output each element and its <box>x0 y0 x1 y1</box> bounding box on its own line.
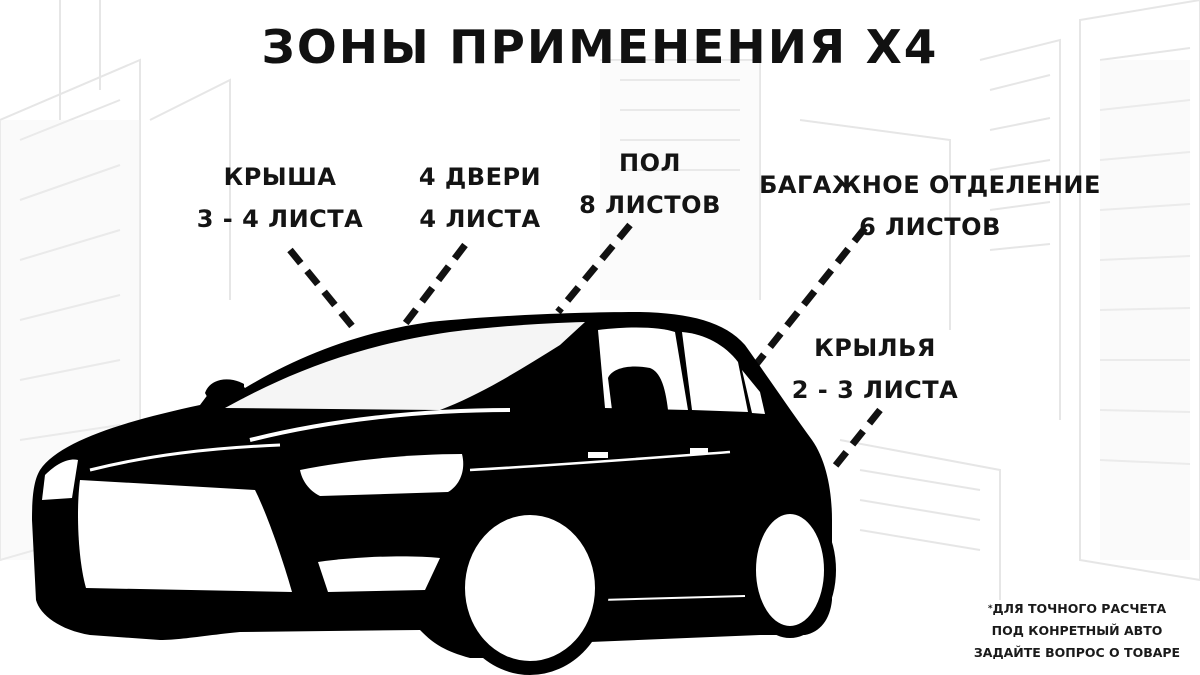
sill-line <box>599 595 746 601</box>
seat-silhouette <box>608 366 668 410</box>
zone-name: 4 ДВЕРИ <box>418 163 542 191</box>
zone-label-fenders: КРЫЛЬЯ 2 - 3 ЛИСТА <box>770 327 980 411</box>
footnote: ДЛЯ ТОЧНОГО РАСЧЕТА ПОД КОНРЕТНЫЙ АВТО З… <box>968 598 1186 664</box>
leader-line-floor <box>555 222 633 315</box>
door-handle-front <box>588 452 608 458</box>
zone-name: КРЫША <box>223 163 337 191</box>
zone-name: ПОЛ <box>619 149 681 177</box>
zone-amount: 6 ЛИСТОВ <box>859 213 1001 241</box>
side-character-line <box>469 450 731 472</box>
grille <box>78 480 292 592</box>
zone-name: БАГАЖНОЕ ОТДЕЛЕНИЕ <box>759 171 1101 199</box>
fog-light <box>318 556 440 592</box>
door-handle-rear <box>690 448 708 454</box>
rear-side-window <box>682 332 748 412</box>
leader-line-trunk <box>747 225 868 375</box>
leader-line-roof <box>287 247 355 329</box>
footnote-line-1: ДЛЯ ТОЧНОГО РАСЧЕТА <box>968 598 1186 620</box>
zone-name: КРЫЛЬЯ <box>814 334 936 362</box>
footnote-line-2: ПОД КОНРЕТНЫЙ АВТО <box>991 623 1163 638</box>
rear-quarter-window <box>742 370 765 414</box>
page-title: ЗОНЫ ПРИМЕНЕНИЯ Х4 <box>261 20 939 74</box>
mirror <box>205 379 244 402</box>
hood-highlight-2 <box>89 443 281 472</box>
windshield <box>225 322 585 410</box>
zone-amount: 4 ЛИСТА <box>419 205 541 233</box>
zone-label-trunk: БАГАЖНОЕ ОТДЕЛЕНИЕ 6 ЛИСТОВ <box>730 164 1130 248</box>
leader-line-fenders <box>829 407 883 473</box>
front-wheel <box>451 501 609 675</box>
headlight-right <box>300 454 464 496</box>
zone-label-doors: 4 ДВЕРИ 4 ЛИСТА <box>390 156 570 240</box>
zone-label-floor: ПОЛ 8 ЛИСТОВ <box>550 142 750 226</box>
zone-amount: 3 - 4 ЛИСТА <box>196 205 364 233</box>
hood-highlight <box>249 408 511 442</box>
zone-amount: 8 ЛИСТОВ <box>579 191 721 219</box>
leader-line-doors <box>402 242 468 327</box>
rear-wheel <box>744 502 836 638</box>
headlight-left <box>42 459 78 500</box>
footnote-line-3: ЗАДАЙТЕ ВОПРОС О ТОВАРЕ <box>973 645 1181 660</box>
zone-label-roof: КРЫША 3 - 4 ЛИСТА <box>180 156 380 240</box>
zone-amount: 2 - 3 ЛИСТА <box>791 376 959 404</box>
